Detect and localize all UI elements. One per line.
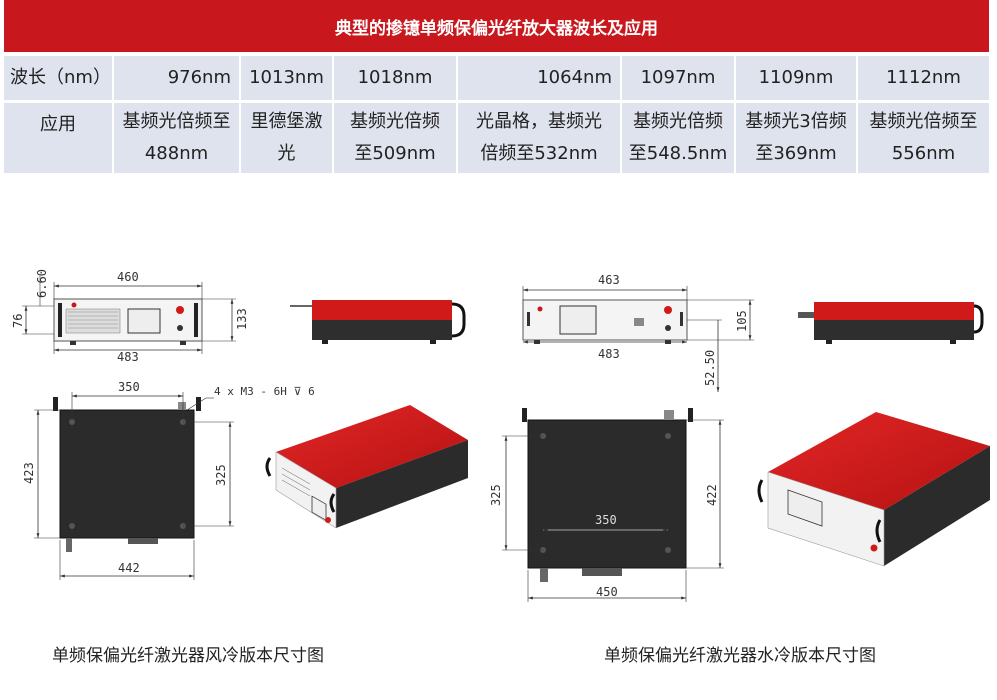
application-cell: 里德堡激 光 [241,103,334,173]
application-line: 基频光3倍频 [745,111,847,132]
water-top-width-label: 350 [595,513,617,527]
application-line: 556nm [891,143,956,164]
application-cell: 基频光倍频 至509nm [334,103,458,173]
application-header: 应用 [4,103,114,173]
application-line: 至369nm [755,143,837,164]
application-line: 488nm [144,143,209,164]
wavelength-cell: 1097nm [622,56,736,100]
application-line: 基频光倍频 [633,111,723,132]
application-line: 至509nm [354,143,436,164]
wavelength-table: 典型的掺镱单频保偏光纤放大器波长及应用 波长（nm） 976nm 1013nm … [4,0,989,173]
air-top-dimensions [34,392,234,580]
water-isometric-view [757,412,990,567]
wavelength-cell: 1112nm [886,67,961,88]
application-cell: 基频光倍频至 488nm [114,103,241,173]
wavelength-cell: 976nm [114,56,241,100]
water-cooled-caption: 单频保偏光纤激光器水冷版本尺寸图 [604,646,876,666]
application-line: 里德堡激 [250,111,323,132]
wavelength-row: 波长（nm） 976nm 1013nm 1018nm 1064nm 1097nm… [4,56,989,100]
water-front-view [522,299,688,344]
air-screw-note: 4 x M3 - 6H ⊽ 6 [214,385,315,398]
water-front-side-label: 52.50 [703,350,717,386]
air-front-bottom-label: 483 [117,350,139,364]
air-front-height-label: 133 [235,308,249,330]
application-cell: 基频光倍频 至548.5nm [622,103,736,173]
water-front-height-label: 105 [735,310,749,332]
wavelength-header: 波长（nm） [4,56,114,100]
air-front-dimensions [22,276,236,354]
water-side-view [798,302,984,344]
air-cooled-caption: 单频保偏光纤激光器风冷版本尺寸图 [52,646,324,666]
wavelength-cell: 1018nm [334,56,458,100]
wavelength-cell: 1064nm [458,56,622,100]
water-front-bottom-label: 483 [598,347,620,361]
water-top-bottom-label: 450 [596,585,618,599]
wavelength-cell: 1109nm [736,56,858,100]
application-cell: 基频光倍频至 556nm [858,103,989,173]
application-cell: 基频光3倍频 至369nm [736,103,858,173]
air-top-height-label: 423 [22,462,36,484]
water-top-height-label: 422 [705,484,719,506]
water-top-view [522,408,693,582]
air-top-width-label: 350 [118,380,140,394]
application-line: 光晶格，基频光 [476,111,602,132]
application-row: 应用 基频光倍频至 488nm 里德堡激 光 基频光倍频 至509nm 光晶格，… [4,103,989,173]
wavelength-cell: 1013nm [241,56,334,100]
air-front-left-label: 76 [11,314,25,328]
application-line: 光 [277,143,296,164]
air-front-top-label: 6.60 [35,269,49,298]
application-cell: 光晶格，基频光 倍频至532nm [458,103,622,173]
table-title: 典型的掺镱单频保偏光纤放大器波长及应用 [4,0,989,52]
water-top-dimensions [502,419,724,602]
water-front-dimensions [522,286,754,392]
application-line: 基频光倍频 [350,111,440,132]
air-front-view [53,298,203,345]
air-top-inner-label: 325 [214,464,228,486]
water-front-width-label: 463 [598,273,620,287]
water-top-inner-label: 325 [489,484,503,506]
application-line: 至548.5nm [628,143,728,164]
air-side-view [290,300,466,344]
air-top-view [53,397,201,552]
application-line: 倍频至532nm [480,143,598,164]
application-line: 基频光倍频至 [869,111,978,132]
air-front-width-label: 460 [117,270,139,284]
air-isometric-view [265,405,468,529]
air-top-bottom-label: 442 [118,561,140,575]
application-line: 基频光倍频至 [122,111,231,132]
